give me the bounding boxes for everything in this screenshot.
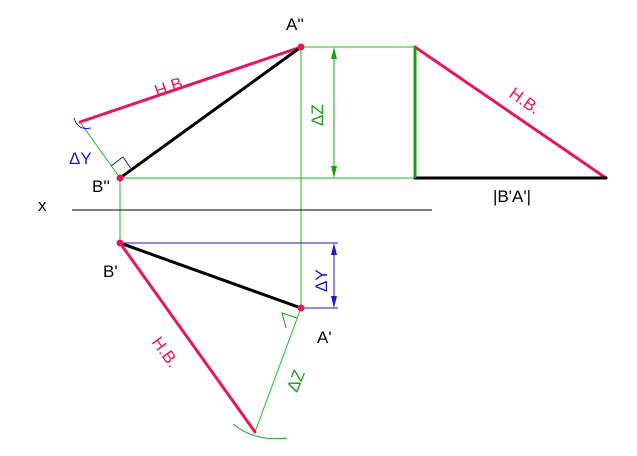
delta-z-dimension-front	[331, 47, 337, 178]
points	[116, 43, 305, 312]
hb-line-triangle	[413, 45, 608, 180]
hb-line-front	[78, 45, 303, 124]
label-delta-z-top: ΔZ	[283, 367, 309, 394]
dimension-helper-lines	[120, 242, 338, 309]
point-a-front	[297, 43, 305, 51]
label-hb-front: H.B.	[152, 72, 189, 101]
segment-front-projection	[118, 45, 303, 180]
right-angle-mark-top	[281, 312, 298, 329]
perpendicular-at-b-front	[79, 121, 121, 179]
label-hb-top: H.B.	[148, 333, 183, 371]
segment-top-projection	[118, 241, 303, 310]
label-delta-y-front: ΔY	[69, 149, 92, 168]
hb-line-top	[118, 241, 257, 434]
delta-y-dimension-top	[331, 243, 337, 308]
arc-mark-top	[232, 423, 288, 440]
construction-lines	[79, 46, 415, 433]
label-b-front: B''	[92, 177, 110, 196]
label-b-top: B'	[103, 262, 118, 281]
label-a-top: A'	[317, 328, 332, 347]
object-lines	[118, 45, 608, 310]
true-length-lines	[78, 45, 608, 434]
label-true-length: |B'A'|	[493, 187, 531, 206]
label-axis-x: x	[38, 196, 47, 215]
label-delta-z-front: ΔZ	[308, 104, 327, 126]
label-a-front: A''	[286, 15, 304, 34]
right-angle-mark-front	[110, 156, 133, 171]
perpendicular-at-a-top	[254, 307, 302, 433]
point-a-top	[297, 304, 305, 312]
point-b-top	[116, 239, 124, 247]
arc-mark-front	[73, 117, 92, 129]
label-delta-y-top: ΔY	[312, 269, 331, 292]
point-b-front	[116, 174, 124, 182]
